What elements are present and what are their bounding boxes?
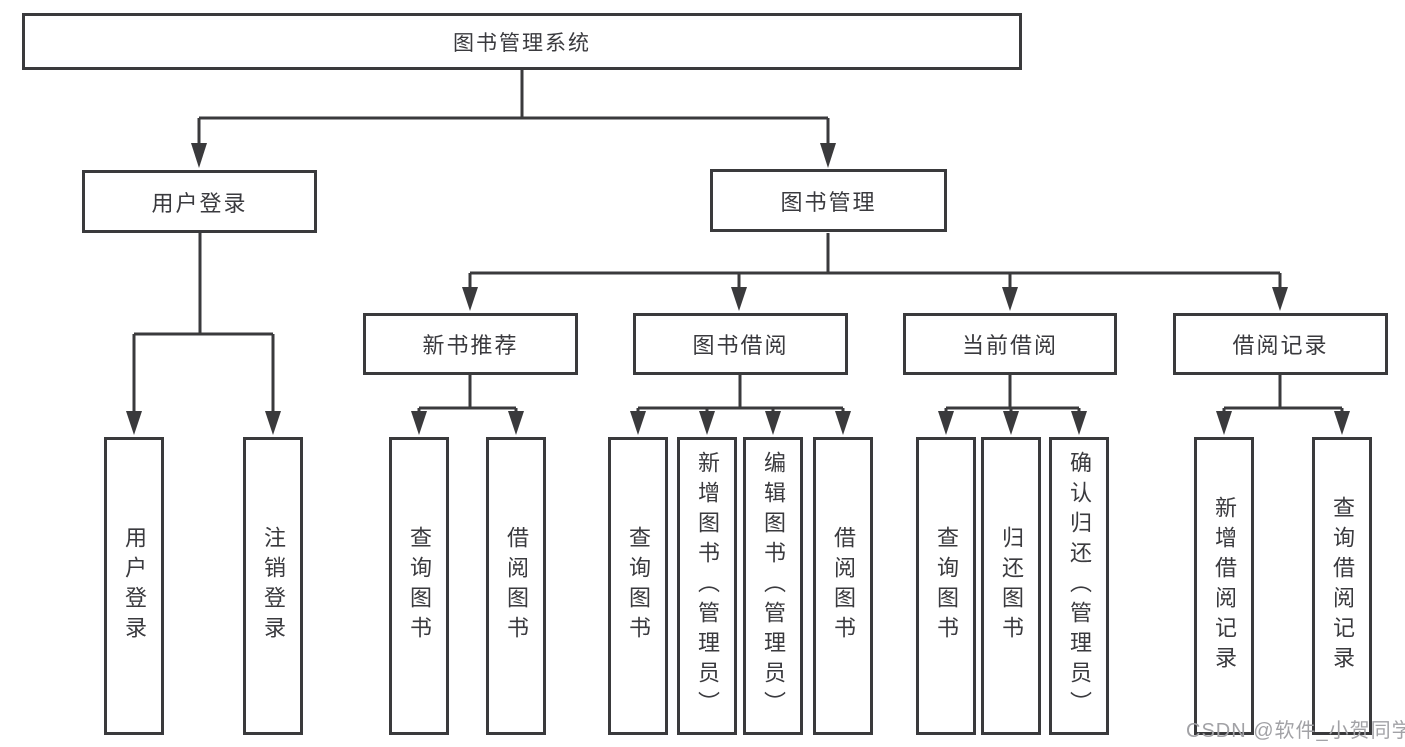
leaf-query-books-borrow: 查询图书 bbox=[608, 437, 668, 735]
node-label: 借阅图书 bbox=[831, 526, 856, 646]
node-book-management: 图书管理 bbox=[710, 169, 947, 232]
node-label: 归还图书 bbox=[999, 526, 1024, 646]
node-current-borrow: 当前借阅 bbox=[903, 313, 1117, 375]
node-label: 确认归还（管理员） bbox=[1067, 451, 1092, 721]
leaf-query-borrow-record: 查询借阅记录 bbox=[1312, 437, 1372, 735]
node-label: 注销登录 bbox=[261, 526, 286, 646]
leaf-add-borrow-record: 新增借阅记录 bbox=[1194, 437, 1254, 735]
leaf-confirm-return-admin: 确认归还（管理员） bbox=[1049, 437, 1109, 735]
leaf-user-login: 用户登录 bbox=[104, 437, 164, 735]
node-library-system: 图书管理系统 bbox=[22, 13, 1022, 70]
node-label: 图书借阅 bbox=[692, 333, 789, 358]
node-label: 用户登录 bbox=[122, 526, 147, 646]
node-borrow-records: 借阅记录 bbox=[1173, 313, 1388, 375]
node-label: 新增借阅记录 bbox=[1212, 496, 1237, 676]
node-label: 用户登录 bbox=[151, 190, 248, 216]
leaf-borrow-books-recommend: 借阅图书 bbox=[486, 437, 546, 735]
leaf-return-books: 归还图书 bbox=[981, 437, 1041, 735]
node-label: 图书管理 bbox=[780, 189, 877, 215]
node-label: 新增图书（管理员） bbox=[695, 451, 720, 721]
leaf-borrow-books: 借阅图书 bbox=[813, 437, 873, 735]
node-label: 编辑图书（管理员） bbox=[761, 451, 786, 721]
leaf-logout: 注销登录 bbox=[243, 437, 303, 735]
node-new-book-recommend: 新书推荐 bbox=[363, 313, 578, 375]
leaf-query-books-current: 查询图书 bbox=[916, 437, 976, 735]
leaf-edit-books-admin: 编辑图书（管理员） bbox=[743, 437, 803, 735]
node-label: 新书推荐 bbox=[422, 333, 519, 358]
node-label: 查询图书 bbox=[407, 526, 432, 646]
node-label: 查询图书 bbox=[934, 526, 959, 646]
node-user-login: 用户登录 bbox=[82, 170, 317, 233]
node-label: 图书管理系统 bbox=[453, 31, 591, 55]
node-label: 借阅记录 bbox=[1232, 333, 1329, 358]
leaf-query-books-recommend: 查询图书 bbox=[389, 437, 449, 735]
node-book-borrow: 图书借阅 bbox=[633, 313, 848, 375]
csdn-watermark: CSDN @软件_小贺同学 bbox=[1186, 720, 1405, 742]
leaf-add-books-admin: 新增图书（管理员） bbox=[677, 437, 737, 735]
node-label: 当前借阅 bbox=[961, 333, 1058, 358]
node-label: 查询借阅记录 bbox=[1330, 496, 1355, 676]
node-label: 借阅图书 bbox=[504, 526, 529, 646]
node-label: 查询图书 bbox=[626, 526, 651, 646]
